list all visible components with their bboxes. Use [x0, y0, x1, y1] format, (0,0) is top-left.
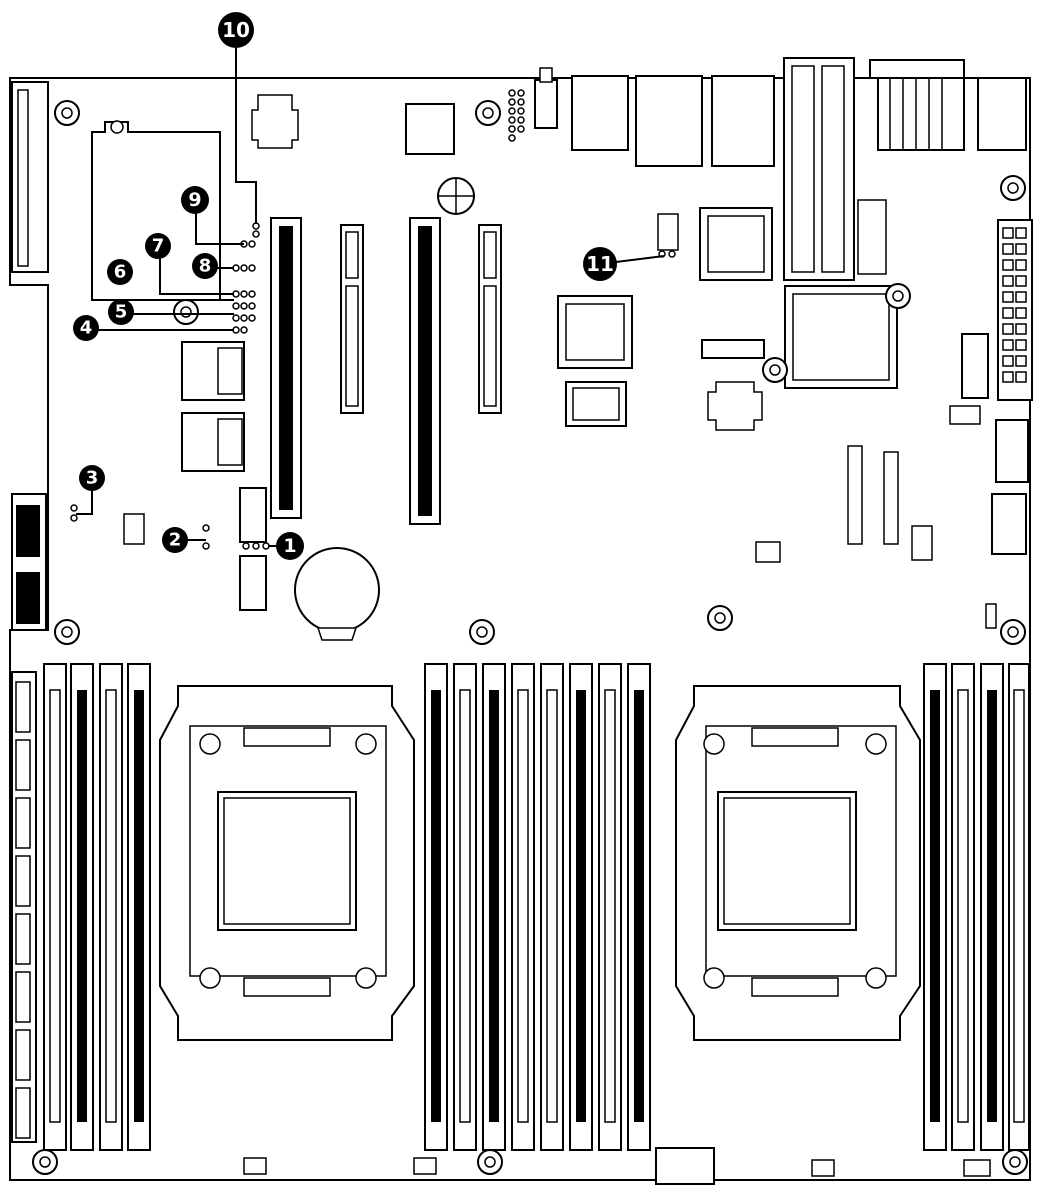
cpu-socket-2: [675, 685, 921, 1041]
leader-line-10: [235, 48, 257, 224]
callout-label-7: 7: [152, 236, 165, 257]
callout-5: 5: [108, 299, 134, 325]
leader-line-9: [195, 212, 244, 245]
callout-label-5: 5: [115, 302, 128, 323]
callout-10: 10: [218, 12, 254, 48]
leader-line-3: [76, 488, 93, 515]
dimm-slots-left: [43, 663, 151, 1151]
callout-2: 2: [162, 527, 188, 553]
callout-1: 1: [276, 532, 304, 560]
cpu-socket-1: [159, 685, 415, 1041]
callout-4: 4: [73, 315, 99, 341]
callout-label-11: 11: [586, 252, 614, 276]
dimm-slots-right: [923, 663, 1030, 1151]
sata-ports: [11, 671, 37, 1143]
callout-label-3: 3: [86, 468, 99, 489]
middle-chips: [557, 207, 911, 431]
jumper-pins: [70, 222, 676, 550]
callout-label-8: 8: [199, 256, 212, 277]
callout-8: 8: [192, 253, 218, 279]
dimm-slots-middle: [424, 663, 651, 1151]
fan-headers: [243, 1147, 991, 1185]
callout-7: 7: [145, 233, 171, 259]
leader-lines: [76, 48, 665, 547]
storage-connectors: [11, 341, 380, 641]
chipset-heatsink: [91, 94, 299, 325]
callout-label-10: 10: [222, 18, 250, 42]
callout-3: 3: [79, 465, 105, 491]
leader-line-7: [159, 258, 234, 295]
callout-6: 6: [107, 259, 133, 285]
top-chips: [405, 67, 558, 215]
mounting-holes: [32, 100, 1028, 1175]
rear-vertical-connector: [783, 57, 887, 281]
callout-label-9: 9: [188, 189, 201, 211]
leader-line-11: [615, 255, 665, 263]
power-connector: [949, 219, 1033, 555]
rear-io-connectors: [571, 59, 1027, 167]
pcie-slots: [270, 217, 502, 525]
front-headers: [755, 445, 997, 629]
callout-label-4: 4: [80, 318, 93, 339]
callout-11: 11: [583, 247, 617, 281]
callout-9: 9: [181, 186, 209, 214]
callout-label-2: 2: [169, 530, 182, 551]
riser-slot: [11, 81, 49, 273]
callout-label-1: 1: [283, 535, 296, 557]
callout-label-6: 6: [114, 262, 127, 283]
